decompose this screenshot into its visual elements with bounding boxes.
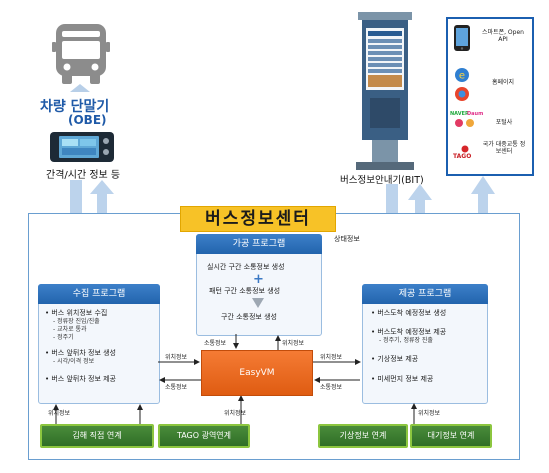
obe-caption: 간격/시간 정보 등 <box>46 170 121 181</box>
flow-label-loc-bottom-left: 위치정보 <box>48 410 71 417</box>
smartphone-icon <box>454 25 470 51</box>
flow-label-loc-mid: 위치정보 <box>282 340 305 347</box>
tago-logo: TAGO <box>453 153 472 160</box>
channel-label-homepage: 홈페이지 <box>491 79 515 86</box>
provision-program-panel: 제공 프로그램 • 버스도착 예정정보 생성 • 버스도착 예정정보 제공 - … <box>362 284 488 404</box>
collection-program-panel: 수집 프로그램 • 버스 위치정보 수집 - 정류장 진입/진출 - 교차로 통… <box>38 284 160 404</box>
collection-item-1: • 버스 위치정보 수집 <box>45 309 108 317</box>
provision-item-2-sub-1: - 정주기, 정류장 진출 <box>379 337 433 344</box>
flow-label-loc-bottom-mid: 위치정보 <box>224 410 247 417</box>
processing-step-3: 구간 소통정보 생성 <box>221 313 277 321</box>
processing-step-2: 패턴 구간 소통정보 생성 <box>209 287 281 295</box>
obe-title: 차량 단말기 <box>40 99 110 115</box>
center-title: 버스정보센터 <box>180 206 336 232</box>
weather-link-box: 기상정보 연계 <box>318 424 408 448</box>
bus-icon <box>52 24 110 84</box>
bit-kiosk-icon <box>356 12 414 170</box>
browser-icon: e <box>455 68 469 101</box>
processing-program-header: 가공 프로그램 <box>196 234 322 254</box>
gimhae-link-box: 김해 직접 연계 <box>40 424 154 448</box>
channel-label-smartphone: 스마트폰, Open API <box>482 29 524 43</box>
provision-item-2: • 버스도착 예정정보 제공 <box>371 328 447 336</box>
bit-caption: 버스정보안내기(BIT) <box>340 175 424 186</box>
up-down-arrow-obe <box>70 84 90 92</box>
collection-item-2: • 버스 앞뒤차 정보 생성 <box>45 349 116 357</box>
obe-terminal-icon <box>50 132 114 162</box>
easyvm-hub: EasyVM <box>201 350 313 396</box>
collection-program-header: 수집 프로그램 <box>38 284 160 304</box>
flow-label-traffic-left: 소통정보 <box>165 384 188 391</box>
collection-item-2-sub-1: - 시각/이격 정보 <box>53 358 95 365</box>
collection-item-3: • 버스 앞뒤차 정보 제공 <box>45 375 116 383</box>
processing-step-1: 실시간 구간 소통정보 생성 <box>207 263 285 271</box>
plus-icon: + <box>253 272 264 287</box>
provision-item-1: • 버스도착 예정정보 생성 <box>371 309 447 317</box>
portal-icon: NAVER Daum <box>450 111 484 131</box>
provision-item-3: • 기상정보 제공 <box>371 355 419 363</box>
svg-text:e: e <box>459 71 465 82</box>
status-label: 상태정보 <box>334 235 360 243</box>
channel-label-tago: 국가 대중교통 정보센터 <box>482 141 526 155</box>
down-arrow-icon <box>252 298 264 308</box>
flow-label-loc-right: 위치정보 <box>320 354 343 361</box>
collection-item-1-sub-2: - 교차로 통과 <box>53 326 87 333</box>
flow-label-traffic-right: 소통정보 <box>320 384 343 391</box>
flow-label-loc-left: 위치정보 <box>165 354 188 361</box>
provision-item-4: • 미세먼지 정보 제공 <box>371 375 434 383</box>
naver-logo: NAVER <box>450 111 469 117</box>
tago-link-box: TAGO 광역연계 <box>158 424 250 448</box>
processing-program-panel: 가공 프로그램 실시간 구간 소통정보 생성 + 패턴 구간 소통정보 생성 구… <box>196 234 322 336</box>
collection-item-1-sub-3: - 정주기 <box>53 334 74 341</box>
tago-icon: TAGO <box>452 145 478 163</box>
daum-logo: Daum <box>467 111 484 117</box>
flow-label-traffic-mid: 소통정보 <box>204 340 227 347</box>
channel-label-portal: 포털사 <box>495 119 513 126</box>
provision-program-header: 제공 프로그램 <box>362 284 488 304</box>
flow-label-loc-bottom-right: 위치정보 <box>418 410 441 417</box>
obe-subtitle: (OBE) <box>68 113 107 127</box>
side-channel-panel: 스마트폰, Open API e 홈페이지 NAVER Daum 포털사 TAG… <box>446 17 534 176</box>
collection-item-1-sub-1: - 정류장 진입/진출 <box>53 318 100 325</box>
air-link-box: 대기정보 연계 <box>410 424 492 448</box>
